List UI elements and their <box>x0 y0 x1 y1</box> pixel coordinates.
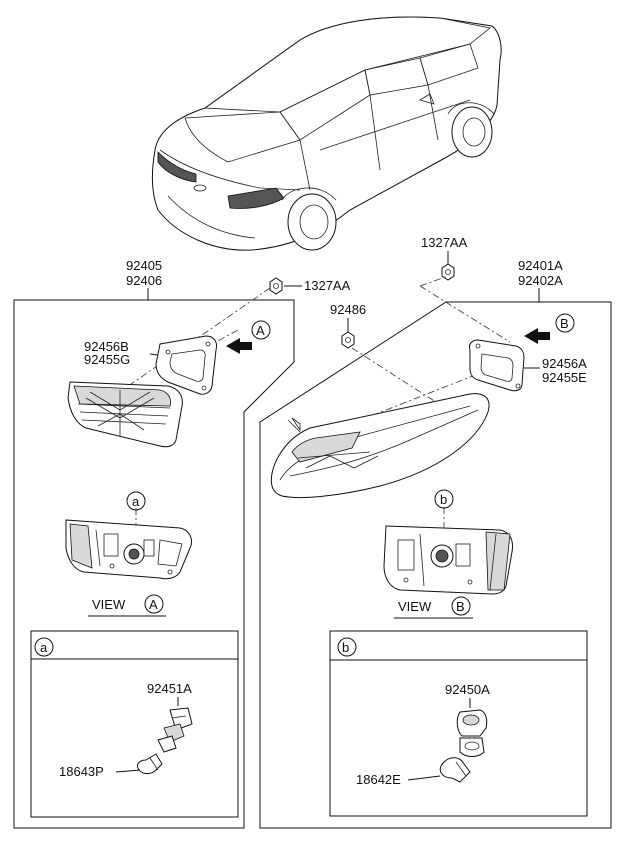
detail-box-a: a 92451A 18643P <box>30 630 239 818</box>
socket-a-label: 92451A <box>147 681 192 696</box>
gasket-left: 92456B 92455G <box>84 335 217 395</box>
right-assy-number-1: 92401A <box>518 258 563 273</box>
nut-1327aa-left: 1327AA <box>269 277 351 295</box>
right-assy-number-2: 92402A <box>518 273 563 288</box>
bulb-a-label: 18643P <box>59 764 104 779</box>
nut-left-label: 1327AA <box>304 278 351 293</box>
car-illustration <box>151 16 502 251</box>
arrow-a: A <box>226 320 271 354</box>
nut-1327aa-top: 1327AA <box>421 235 468 281</box>
left-assy-number-2: 92406 <box>126 273 162 288</box>
box-b-tag: b <box>342 640 349 655</box>
bulb-b-label: 18642E <box>356 772 401 787</box>
right-outer-lamp <box>270 393 490 498</box>
left-assembly-frame: 92405 92406 <box>13 258 295 829</box>
bracket-nut-label: 92486 <box>330 302 366 317</box>
bracket-nut-92486: 92486 <box>330 302 366 349</box>
gasket-right-label-2: 92455E <box>542 370 587 385</box>
view-a-letter: A <box>149 597 158 612</box>
arrow-a-letter: A <box>256 323 265 338</box>
callout-a: a <box>132 494 140 509</box>
gasket-left-label-1: 92456B <box>84 339 129 354</box>
left-assy-number-1: 92405 <box>126 258 162 273</box>
right-assembly-frame: 92401A 92402A <box>259 258 612 829</box>
gasket-left-label-2: 92455G <box>84 352 130 367</box>
gasket-right: 92456A 92455E <box>469 339 587 392</box>
view-a: a VIEW A <box>65 491 193 617</box>
nut-top-label: 1327AA <box>421 235 468 250</box>
gasket-right-label-1: 92456A <box>542 356 587 371</box>
view-b-letter: B <box>456 599 465 614</box>
callout-b: b <box>440 492 447 507</box>
view-a-text: VIEW <box>92 597 126 612</box>
box-a-tag: a <box>40 640 48 655</box>
detail-box-b: b 92450A 18642E <box>329 630 588 817</box>
arrow-b: B <box>524 313 575 344</box>
view-b-text: VIEW <box>398 599 432 614</box>
left-inner-lamp <box>67 381 183 448</box>
arrow-b-letter: B <box>560 316 569 331</box>
view-b: b VIEW B <box>383 489 513 619</box>
socket-b-label: 92450A <box>445 682 490 697</box>
